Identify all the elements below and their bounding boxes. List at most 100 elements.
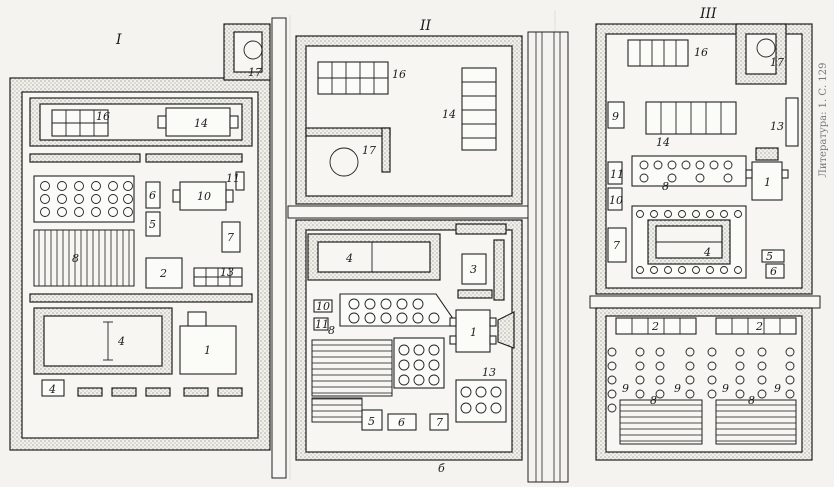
plan-three-item-1	[751, 161, 783, 201]
plan-one-hatched-area-8	[33, 229, 135, 287]
plan-one-item-11	[235, 171, 245, 191]
plan-three-item-16	[627, 39, 689, 67]
label-p1-4b: 4	[48, 383, 56, 396]
plan-three-numeral: III	[699, 6, 717, 22]
label-p2-1: 1	[470, 326, 477, 339]
plan-three-item-13	[785, 97, 799, 147]
plan-one-pool-4	[43, 315, 163, 367]
plan-one-block-17	[233, 31, 263, 73]
label-p1-11: 11	[226, 172, 240, 185]
label-p3-8a: 8	[650, 394, 657, 407]
label-p1-7: 7	[227, 231, 234, 244]
label-p3-9b: 9	[674, 382, 681, 395]
plan-three-well	[756, 38, 776, 58]
plan-one: I 8 6 5	[9, 17, 287, 479]
label-p3-11: 11	[610, 168, 624, 181]
plan-two-circle-field	[348, 298, 440, 324]
plan-two-item-6	[387, 413, 417, 431]
label-p3-1: 1	[764, 176, 771, 189]
plan-one-item-10	[179, 181, 227, 211]
label-p3-9a: 9	[622, 382, 629, 395]
label-p3-7: 7	[613, 239, 620, 252]
label-p1-13: 13	[220, 266, 234, 279]
side-margin-text: Литература: 1. С. 129	[818, 63, 829, 178]
label-p3-17: 17	[770, 56, 784, 69]
plan-two-highway	[527, 31, 569, 483]
plan-one-circle-field	[40, 181, 133, 217]
label-p3-9d: 9	[774, 382, 781, 395]
label-p2-7: 7	[436, 416, 443, 429]
label-p2-14: 14	[442, 108, 456, 121]
label-p3-5: 5	[766, 250, 773, 263]
plan-two-well	[329, 147, 359, 177]
label-p3-9c: 9	[722, 382, 729, 395]
plan-two-circle-grid	[393, 337, 445, 389]
label-p1-17: 17	[248, 66, 262, 79]
label-p3-10: 10	[609, 194, 623, 207]
label-p1-5: 5	[149, 218, 156, 231]
label-p3-4: 4	[703, 246, 711, 259]
plan-two-hatched-field	[311, 339, 393, 397]
label-p3-8b: 8	[748, 394, 755, 407]
label-p1-14: 14	[194, 117, 208, 130]
label-p2-5: 5	[368, 415, 375, 428]
plan-one-item-1	[179, 325, 237, 375]
plan-three-item-2a	[615, 317, 697, 335]
label-p3-8: 8	[662, 180, 669, 193]
plan-three: III 16 17 9 14 13 8 11 10 1 4	[589, 6, 821, 461]
label-p1-10: 10	[197, 190, 211, 203]
plan-three-item-7	[607, 227, 627, 263]
plan-one-well	[243, 40, 263, 60]
plan-one-item-6	[145, 181, 161, 209]
plan-one-item-2	[145, 257, 183, 289]
label-p2-13: 13	[482, 366, 496, 379]
plan-two: II 16 14 17 4 10	[287, 18, 569, 483]
label-p3-2b: 2	[755, 320, 763, 333]
bottom-mark: б	[438, 462, 445, 475]
plan-one-item-4b	[41, 379, 65, 397]
label-p1-16: 16	[96, 110, 110, 123]
label-p2-16: 16	[392, 68, 406, 81]
label-p1-4: 4	[117, 335, 125, 348]
plan-three-item-11	[607, 161, 623, 185]
plan-three-item-2b	[715, 317, 797, 335]
plan-three-hatched-left	[619, 399, 703, 445]
label-p3-16: 16	[694, 46, 708, 59]
plan-one-road	[271, 17, 287, 479]
plan-three-item-9	[607, 101, 625, 129]
plan-two-item-3	[461, 253, 487, 285]
label-p2-8: 8	[328, 324, 335, 337]
plan-one-numeral: I	[115, 32, 122, 48]
label-p2-4: 4	[345, 252, 353, 265]
plan-two-item-5	[361, 409, 383, 431]
label-p2-6: 6	[398, 416, 405, 429]
label-p2-10: 10	[316, 300, 330, 313]
label-p1-6: 6	[149, 189, 156, 202]
plan-one-circle-grid	[33, 175, 135, 223]
plan-three-item-5	[761, 249, 785, 263]
label-p3-14: 14	[656, 136, 670, 149]
plan-one-item-5	[145, 211, 161, 237]
plan-two-item-11	[313, 317, 329, 331]
plan-three-item-10	[607, 187, 623, 211]
plan-three-hatched-right	[715, 399, 797, 445]
plan-two-item-4	[317, 241, 431, 273]
plan-two-numeral: II	[419, 18, 432, 34]
label-p2-3: 3	[470, 263, 477, 276]
label-p3-9: 9	[612, 110, 619, 123]
plan-three-lower-circles	[607, 347, 795, 413]
label-p3-2a: 2	[651, 320, 659, 333]
label-p2-11: 11	[315, 318, 329, 331]
plan-two-item-13	[455, 379, 507, 423]
plan-three-item-6	[765, 263, 785, 279]
plan-two-item-10	[313, 299, 333, 313]
label-p3-13: 13	[770, 120, 784, 133]
label-p1-1: 1	[204, 344, 211, 357]
label-p2-17: 17	[362, 144, 376, 157]
label-p1-2: 2	[159, 267, 167, 280]
plan-one-item-7	[221, 221, 241, 253]
label-p3-6: 6	[770, 265, 777, 278]
label-p1-8: 8	[72, 252, 79, 265]
